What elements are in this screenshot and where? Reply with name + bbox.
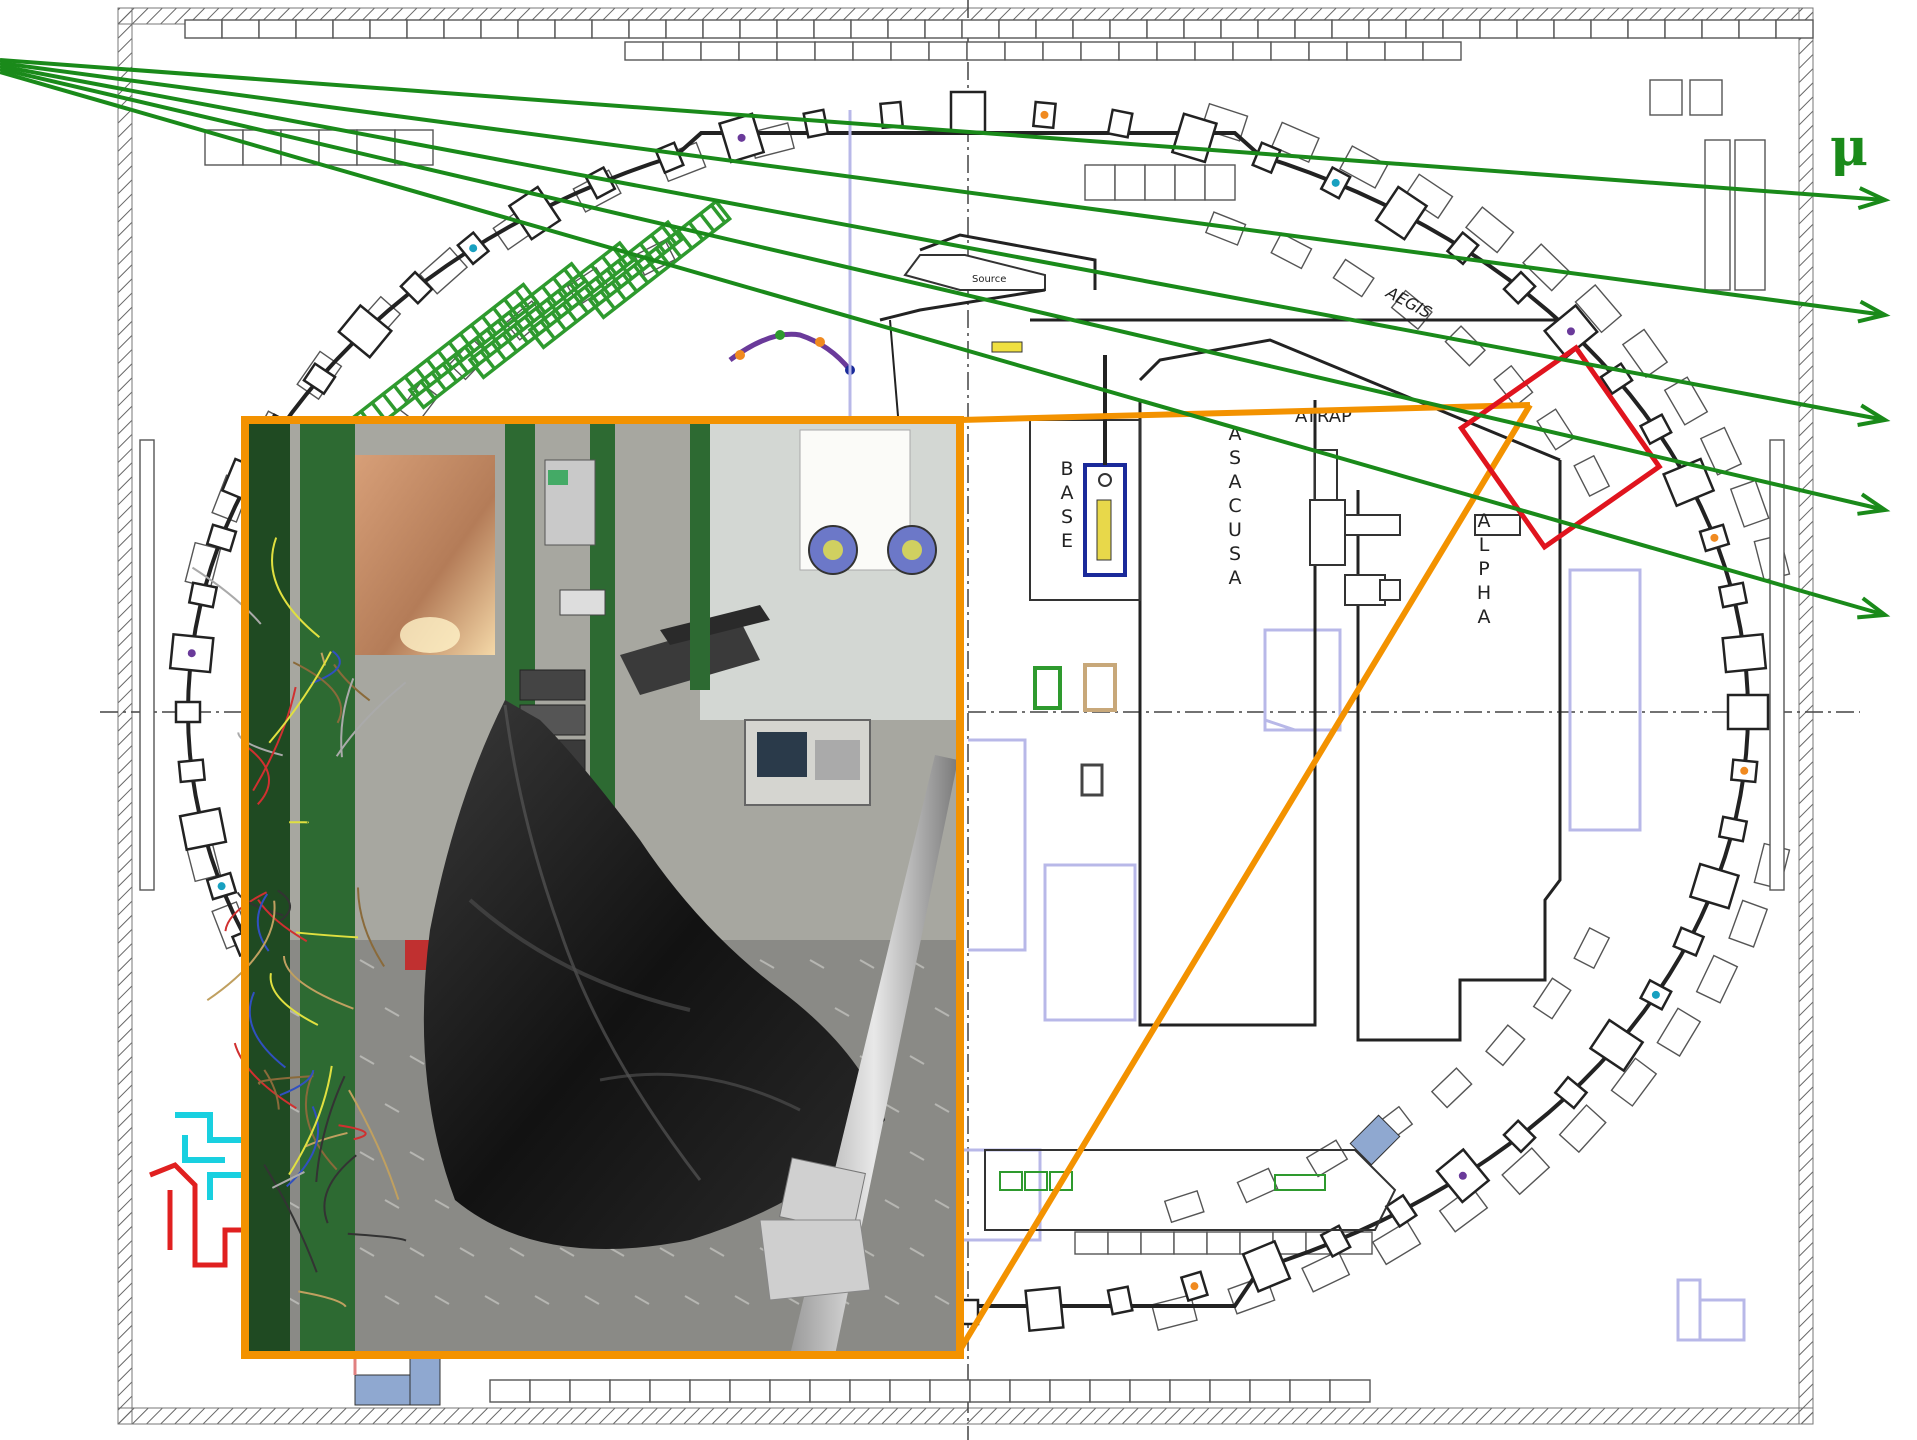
asacusa-label: ASACUSA	[1228, 423, 1242, 589]
muon-symbol: μ	[1830, 117, 1868, 178]
source-label: Source	[972, 274, 1006, 285]
red-zone	[150, 1165, 245, 1265]
alpha-label: ALPHA	[1477, 510, 1491, 628]
inset-photo	[192, 420, 960, 1355]
base-enclosure	[1030, 355, 1140, 600]
cyan-zone	[175, 1115, 245, 1200]
base-label: BASE	[1060, 458, 1073, 552]
marker-boxes	[1035, 665, 1115, 795]
